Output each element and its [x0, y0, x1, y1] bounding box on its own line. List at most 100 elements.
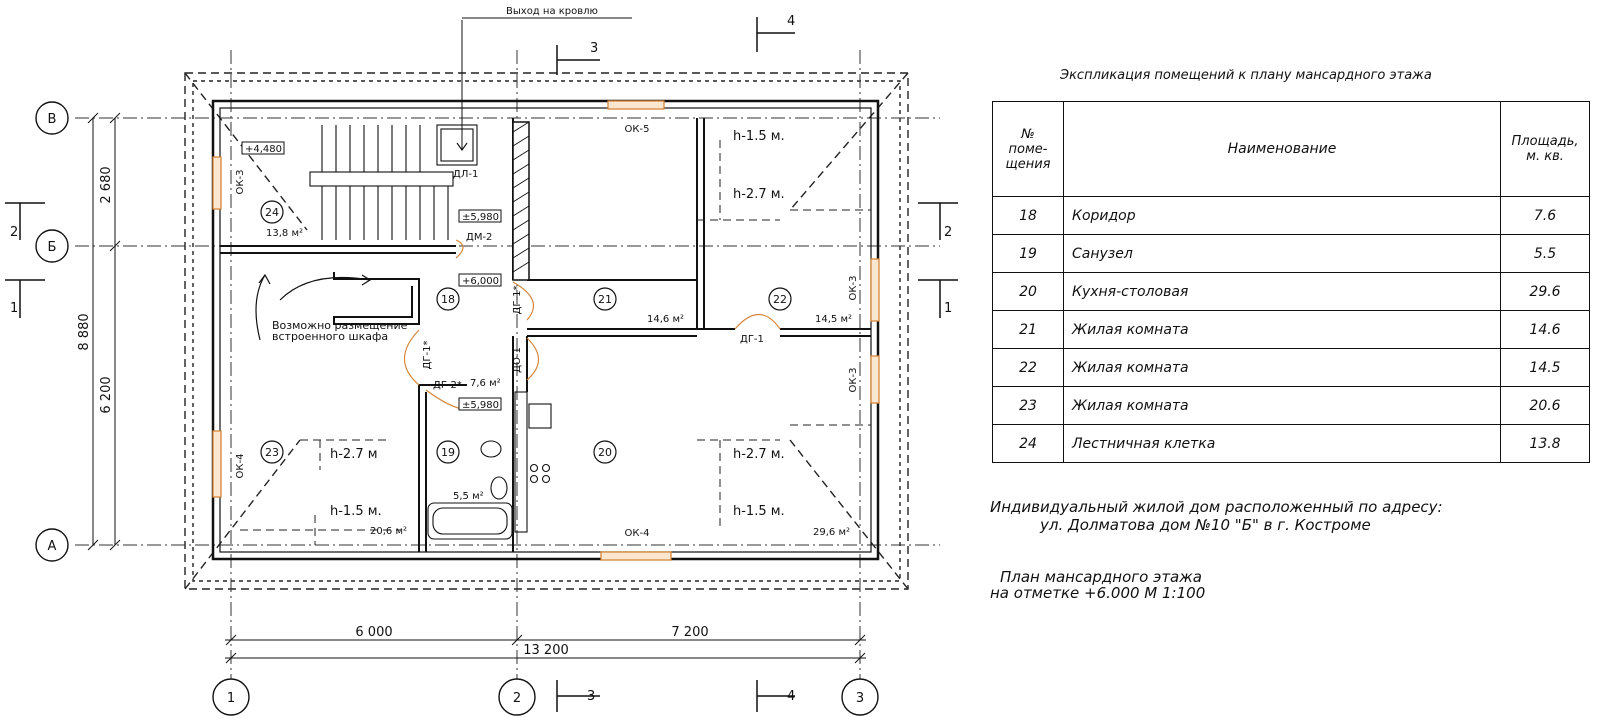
svg-text:20: 20 [598, 446, 612, 459]
room-24-area: 13,8 м² [266, 228, 303, 239]
room-21-area: 14,6 м² [647, 314, 684, 325]
section-marks [5, 17, 958, 712]
staircase [309, 20, 478, 240]
explication-title: Экспликация помещений к плану мансардног… [1060, 68, 1432, 83]
section-mark-3-bottom: 3 [587, 689, 595, 704]
axis-bubble-col-3: 3 [841, 678, 879, 716]
room-20-area: 29,6 м² [813, 527, 850, 538]
svg-text:21: 21 [598, 293, 612, 306]
svg-text:19: 19 [441, 446, 455, 459]
axis-bubble-row-A: А [35, 528, 69, 562]
window-label-ok3-left: ОК-3 [235, 170, 246, 195]
explication-table: № поме-щения Наименование Площадь,м. кв.… [992, 101, 1590, 463]
dim-horizontal-total: 13 200 [523, 643, 569, 658]
section-mark-2-right: 2 [944, 225, 952, 240]
roof-exit-label: Выход на кровлю [506, 6, 598, 17]
height-note-23-low: h-1.5 м. [330, 504, 382, 519]
room-21-marker: 21 [593, 287, 617, 311]
section-mark-4-top: 4 [787, 14, 795, 29]
dim-horizontal-left: 6 000 [355, 625, 392, 640]
room-20-marker: 20 [593, 440, 617, 464]
height-note-20-high: h-2.7 м. [733, 447, 785, 462]
axis-bubble-row-B: Б [35, 229, 69, 263]
window-label-ok5: ОК-5 [625, 124, 650, 135]
level-mark-4: ±5,980 [462, 400, 499, 411]
room-18-area: 7,6 м² [470, 378, 501, 389]
room-24-marker: 24 [260, 200, 284, 224]
section-mark-2-left: 2 [10, 225, 18, 240]
interior-walls [220, 118, 871, 552]
height-note-22-high: h-2.7 м. [733, 187, 785, 202]
section-mark-3-top: 3 [590, 41, 598, 56]
explication-header-row: № поме-щения Наименование Площадь,м. кв. [992, 101, 1590, 197]
chimney [512, 121, 530, 281]
roof-outline [184, 72, 909, 590]
dimension-lines [87, 112, 866, 664]
axis-bubble-col-2: 2 [498, 678, 536, 716]
wardrobe-arrow [255, 273, 372, 341]
door-label-dl1: ДЛ-1 [453, 169, 478, 180]
axis-bubble-row-V: В [35, 101, 69, 135]
section-mark-1-left: 1 [10, 301, 18, 316]
svg-text:18: 18 [441, 293, 455, 306]
axis-lines [75, 50, 940, 680]
level-mark-2: ±5,980 [462, 212, 499, 223]
svg-text:В: В [48, 112, 57, 127]
svg-text:А: А [48, 539, 57, 554]
dim-vertical-total: 8 880 [77, 313, 92, 350]
wardrobe-note-line2: встроенного шкафа [272, 330, 388, 343]
svg-text:22: 22 [773, 293, 787, 306]
room-19-area: 5,5 м² [453, 491, 484, 502]
header-room-number: № поме-щения [992, 101, 1064, 197]
window-label-ok3-right-2: ОК-3 [848, 368, 859, 393]
address-line-2: ул. Долматова дом №10 "Б" в г. Костроме [1040, 516, 1371, 534]
door-label-do1: ДО-1 [512, 347, 523, 373]
door-label-dg1: ДГ-1 [740, 334, 764, 345]
section-mark-1-right: 1 [944, 301, 952, 316]
svg-text:1: 1 [227, 691, 235, 706]
room-19-marker: 19 [436, 440, 460, 464]
svg-text:3: 3 [856, 691, 864, 706]
svg-text:Б: Б [48, 240, 57, 255]
dim-horizontal-right: 7 200 [671, 625, 708, 640]
wardrobe-note-line1: Возможно размещение [272, 319, 408, 332]
svg-text:23: 23 [265, 446, 279, 459]
room-22-area: 14,5 м² [815, 314, 852, 325]
level-marks [241, 141, 502, 411]
door-label-dg1s-upper: ДГ-1* [512, 286, 523, 315]
height-note-23-high: h-2.7 м [330, 447, 378, 462]
room-23-area: 20,6 м² [370, 526, 407, 537]
height-note-20-low: h-1.5 м. [733, 504, 785, 519]
plan-caption-line-2: на отметке +6.000 М 1:100 [990, 584, 1206, 602]
windows [212, 100, 880, 561]
svg-text:24: 24 [265, 206, 279, 219]
address-line-1: Индивидуальный жилой дом расположенный п… [990, 498, 1443, 516]
room-23-marker: 23 [260, 440, 284, 464]
slope-lines [240, 140, 871, 545]
dim-vertical-lower: 6 200 [99, 376, 114, 413]
level-mark-1: +4,480 [245, 144, 282, 155]
svg-text:2: 2 [513, 691, 521, 706]
section-mark-4-bottom: 4 [787, 689, 795, 704]
axis-bubble-col-1: 1 [212, 678, 250, 716]
door-label-dg1s-lower: ДГ-1* [422, 341, 433, 370]
header-room-area: Площадь,м. кв. [1500, 101, 1590, 197]
room-18-marker: 18 [436, 287, 460, 311]
sanitary-fixtures [427, 391, 552, 540]
dim-vertical-upper: 2 680 [99, 166, 114, 203]
window-label-ok4-left: ОК-4 [235, 454, 246, 479]
window-label-ok3-right-1: ОК-3 [848, 276, 859, 301]
room-22-marker: 22 [768, 287, 792, 311]
door-label-dg2s: ДГ-2* [433, 380, 462, 391]
level-mark-3: +6,000 [462, 276, 499, 287]
plan-caption-line-1: План мансардного этажа [1000, 568, 1202, 586]
door-label-dm2: ДМ-2 [466, 232, 492, 243]
